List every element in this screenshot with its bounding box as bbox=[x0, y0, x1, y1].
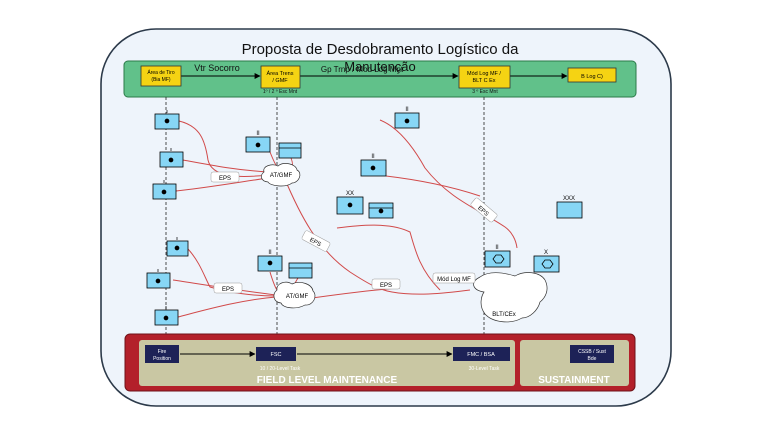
eps-label-4: EPS bbox=[371, 278, 401, 290]
svg-text:Mód Log MF /: Mód Log MF / bbox=[467, 71, 501, 77]
svg-text:II: II bbox=[256, 131, 260, 137]
eps-label-1: EPS bbox=[210, 171, 240, 183]
fsc-box: FSC bbox=[256, 347, 296, 361]
svg-text:BLT/CEx: BLT/CEx bbox=[492, 312, 516, 318]
at-gmf-area-1: AT/GMF bbox=[261, 163, 301, 187]
svg-text:Mód Log MF: Mód Log MF bbox=[437, 277, 471, 283]
fmc-bsa-box: FMC / BSA bbox=[453, 347, 510, 361]
svg-text:AT/GMF: AT/GMF bbox=[286, 294, 309, 300]
svg-text:EPS: EPS bbox=[380, 283, 392, 289]
diagram-title: Proposta de Desdobramento Logístico da bbox=[242, 41, 519, 58]
svg-text:X: X bbox=[544, 250, 548, 256]
svg-text:BLT C Ex: BLT C Ex bbox=[472, 78, 495, 84]
at-gmf-area-2: AT/GMF bbox=[273, 281, 316, 309]
svg-text:II: II bbox=[405, 107, 409, 113]
svg-text:CSSB / Sust: CSSB / Sust bbox=[578, 349, 606, 355]
esc-mnt-label-1: 1º / 2 º Esc Mnt bbox=[263, 89, 298, 95]
node-area-trens: Área Trens / GMF bbox=[260, 65, 301, 89]
node-area-de-tiro: Área de Tiro (Bia MF) bbox=[140, 65, 182, 87]
field-level-maintenance-label: FIELD LEVEL MAINTENANCE bbox=[257, 375, 398, 386]
svg-text:Área Trens: Área Trens bbox=[267, 70, 294, 77]
svg-text:II: II bbox=[495, 245, 499, 251]
svg-text:Área de Tiro: Área de Tiro bbox=[147, 69, 174, 76]
cssb-box: CSSB / Sust Bde bbox=[570, 345, 614, 363]
esc-mnt-label-2: 3 º Esc Mnt bbox=[472, 89, 498, 95]
echelon-labels: II II II II II XX XXX X bbox=[256, 107, 575, 256]
node-mod-log: Mód Log MF / BLT C Ex bbox=[458, 65, 511, 89]
sustainment-label: SUSTAINMENT bbox=[538, 375, 609, 386]
svg-text:Position: Position bbox=[153, 356, 171, 362]
task-label-1: 10 / 20-Level Task bbox=[260, 366, 301, 372]
task-label-2: 30-Level Task bbox=[469, 366, 500, 372]
svg-text:(Bia MF): (Bia MF) bbox=[151, 77, 171, 83]
node-b-log-c: B Log C) bbox=[567, 67, 617, 83]
svg-text:EPS: EPS bbox=[222, 287, 234, 293]
gp-trnp-label: Gp Trnp / Mod Log Mnt bbox=[321, 65, 404, 74]
title-line-2: Manutenção bbox=[344, 59, 416, 74]
unit-marks bbox=[155, 110, 410, 321]
svg-text:EPS: EPS bbox=[308, 237, 321, 248]
eps-label-3: EPS bbox=[301, 230, 331, 252]
svg-text:XXX: XXX bbox=[563, 196, 575, 202]
field-level-panel bbox=[139, 340, 515, 386]
unit-hexagons bbox=[492, 254, 554, 269]
svg-text:II: II bbox=[268, 250, 272, 256]
svg-text:II: II bbox=[371, 154, 375, 160]
svg-text:AT/GMF: AT/GMF bbox=[270, 173, 293, 179]
vtr-socorro-label: Vtr Socorro bbox=[194, 63, 240, 73]
svg-text:XX: XX bbox=[346, 191, 354, 197]
svg-text:Bde: Bde bbox=[588, 356, 597, 362]
fire-position-box: Fire Position bbox=[145, 345, 179, 363]
eps-label-2: EPS bbox=[213, 282, 243, 294]
supply-routes bbox=[172, 119, 518, 318]
svg-text:FSC: FSC bbox=[271, 352, 282, 358]
svg-text:EPS: EPS bbox=[219, 176, 231, 182]
svg-text:Fire: Fire bbox=[158, 349, 167, 355]
svg-text:B Log C): B Log C) bbox=[581, 74, 603, 80]
svg-text:/ GMF: / GMF bbox=[272, 78, 288, 84]
mod-log-mf-area: Mód Log MF BLT/CEx bbox=[432, 272, 548, 323]
svg-text:FMC / BSA: FMC / BSA bbox=[467, 352, 495, 358]
